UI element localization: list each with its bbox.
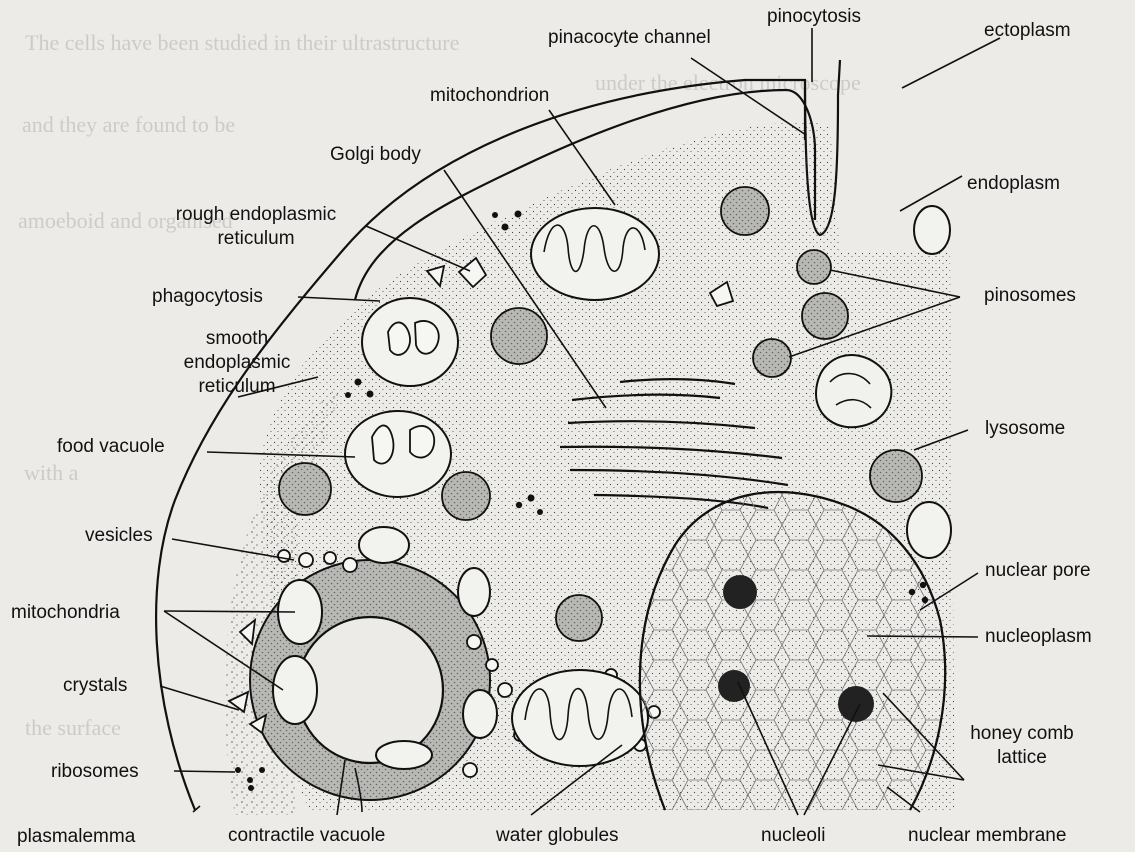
label-pinacocyte-channel: pinacocyte channel [548, 27, 711, 48]
label-crystals: crystals [63, 675, 127, 696]
label-contractile-vacuole: contractile vacuole [228, 825, 385, 846]
label-pinocytosis: pinocytosis [767, 6, 861, 27]
label-smooth-er-line-3: reticulum [167, 376, 307, 397]
label-ribosomes: ribosomes [51, 761, 139, 782]
label-food-vacuole: food vacuole [57, 436, 165, 457]
label-water-globules: water globules [496, 825, 619, 846]
label-smooth-er-line-1: smooth [167, 328, 307, 349]
label-plasmalemma: plasmalemma [17, 826, 135, 847]
label-rough-er-line-2: reticulum [150, 228, 362, 249]
label-phagocytosis: phagocytosis [152, 286, 263, 307]
label-smooth-er-line-2: endoplasmic [167, 352, 307, 373]
label-nucleoli: nucleoli [761, 825, 825, 846]
label-nuclear-membrane: nuclear membrane [908, 825, 1066, 846]
label-rough-er-line-1: rough endoplasmic [150, 204, 362, 225]
label-nucleoplasm: nucleoplasm [985, 626, 1092, 647]
label-honey-comb-line-2: lattice [966, 747, 1078, 768]
label-pinosomes: pinosomes [984, 285, 1076, 306]
label-vesicles: vesicles [85, 525, 153, 546]
label-lysosome: lysosome [985, 418, 1065, 439]
label-mitochondrion: mitochondrion [430, 85, 549, 106]
label-endoplasm: endoplasm [967, 173, 1060, 194]
label-ectoplasm: ectoplasm [984, 20, 1071, 41]
label-mitochondria: mitochondria [11, 602, 120, 623]
label-golgi-body: Golgi body [330, 144, 421, 165]
label-honey-comb-line-1: honey comb [966, 723, 1078, 744]
label-nuclear-pore: nuclear pore [985, 560, 1091, 581]
